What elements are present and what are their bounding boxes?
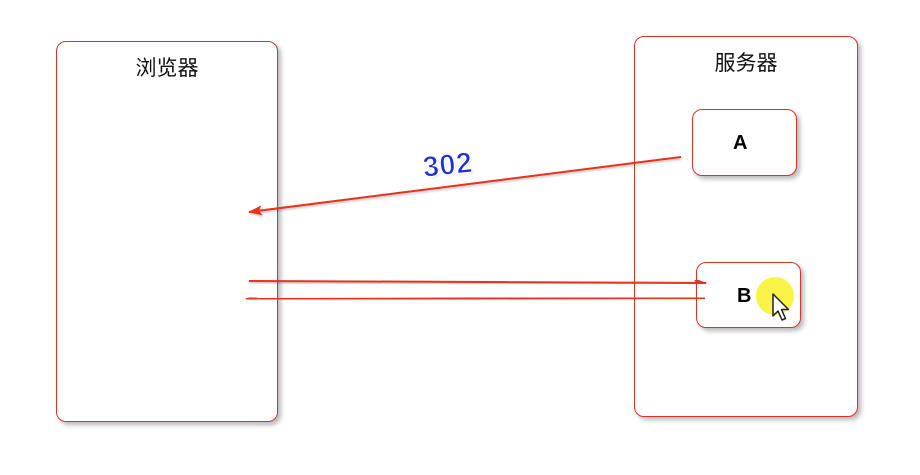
server-title: 服务器	[714, 51, 778, 75]
server-box: 服务器	[634, 36, 858, 417]
mouse-pointer-icon	[772, 293, 790, 321]
redirect-response-arrow	[248, 156, 682, 216]
node-a-label: A	[733, 132, 748, 154]
redirect-status-code: 302	[421, 146, 475, 184]
node-b-label: B	[737, 285, 752, 307]
response-arrow-from-b	[245, 293, 706, 304]
browser-box: 浏览器	[56, 41, 278, 422]
request-arrow-to-b	[248, 277, 707, 288]
browser-title: 浏览器	[135, 56, 199, 80]
server-node-a: A	[692, 109, 797, 176]
